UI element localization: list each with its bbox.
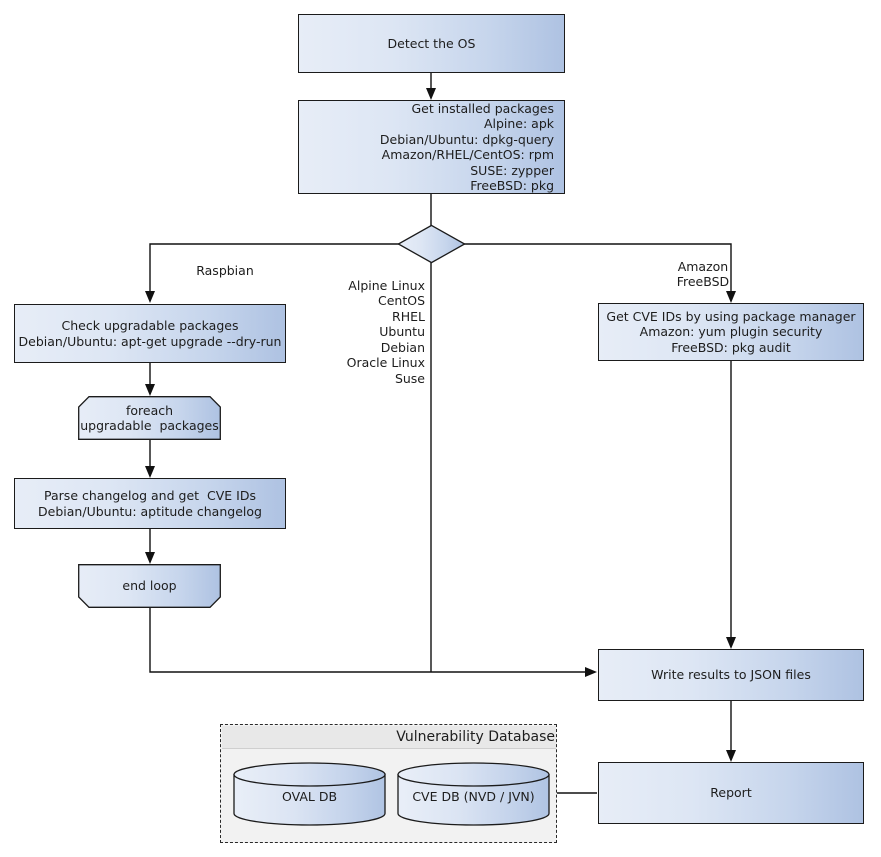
- arrowhead-parse-to-endloop: [145, 552, 155, 564]
- arrowhead-endloop-to-write: [585, 667, 597, 677]
- end-loop-shape: [78, 564, 221, 608]
- node-get-cve-ids[interactable]: Get CVE IDs by using package manager Ama…: [598, 303, 864, 361]
- oval-db-cylinder-shape: [233, 762, 386, 826]
- edge-label-distro-5: Debian: [380, 339, 425, 355]
- edge-label-distro-7: Suse: [394, 370, 425, 386]
- node-get-installed-packages-line-1: Get installed packages: [411, 100, 554, 116]
- edge-label-distro-3: RHEL: [392, 308, 425, 324]
- node-get-cve-ids-line-2: Amazon: yum plugin security: [639, 324, 823, 340]
- node-get-installed-packages-line-5: SUSE: zypper: [470, 162, 554, 178]
- node-report-label: Report: [710, 785, 752, 801]
- edge-label-raspbian: Raspbian: [196, 263, 254, 278]
- node-parse-changelog[interactable]: Parse changelog and get CVE IDs Debian/U…: [14, 478, 286, 529]
- arrowhead-cve-to-write: [726, 637, 736, 649]
- node-get-installed-packages[interactable]: Get installed packages Alpine: apk Debia…: [298, 100, 565, 194]
- arrowhead-write-to-report: [726, 750, 736, 762]
- os-decision-shape: [397, 224, 466, 264]
- database-cve-db[interactable]: CVE DB (NVD / JVN): [397, 762, 550, 826]
- arrowhead-check-to-foreach: [145, 384, 155, 396]
- node-get-installed-packages-line-4: Amazon/RHEL/CentOS: rpm: [381, 147, 554, 162]
- node-report[interactable]: Report: [598, 762, 864, 824]
- node-get-installed-packages-line-2: Alpine: apk: [483, 116, 554, 131]
- edge-label-amazon: Amazon: [677, 258, 729, 274]
- node-detect-the-os[interactable]: Detect the OS: [298, 14, 565, 73]
- edge-label-right-distros: Amazon FreeBSD: [645, 243, 745, 305]
- node-parse-changelog-line-2: Debian/Ubuntu: aptitude changelog: [38, 503, 262, 519]
- node-get-installed-packages-line-6: FreeBSD: pkg: [470, 178, 554, 193]
- node-get-installed-packages-line-3: Debian/Ubuntu: dpkg-query: [379, 131, 554, 147]
- arrowhead-detect-to-packages: [426, 88, 436, 100]
- node-write-results[interactable]: Write results to JSON files: [598, 649, 864, 701]
- node-parse-changelog-line-1: Parse changelog and get CVE IDs: [44, 488, 256, 503]
- node-check-upgradable-packages[interactable]: Check upgradable packages Debian/Ubuntu:…: [14, 304, 286, 363]
- node-detect-the-os-label: Detect the OS: [387, 35, 476, 51]
- edge-label-distro-2: CentOS: [377, 293, 425, 308]
- node-check-upgradable-line-1: Check upgradable packages: [61, 318, 239, 333]
- arrowhead-decision-to-raspbian: [145, 291, 155, 303]
- edge-label-distro-4: Ubuntu: [379, 324, 425, 339]
- node-write-results-label: Write results to JSON files: [651, 667, 811, 683]
- node-check-upgradable-line-2: Debian/Ubuntu: apt-get upgrade --dry-run: [18, 333, 282, 349]
- edge-label-distro-6: Oracle Linux: [346, 355, 425, 370]
- edge-label-freebsd: FreeBSD: [676, 274, 730, 289]
- edge-endloop-to-write: [149, 608, 588, 673]
- node-get-cve-ids-line-1: Get CVE IDs by using package manager: [606, 308, 856, 324]
- cve-db-cylinder-shape: [397, 762, 550, 826]
- edge-label-distro-1: Alpine Linux: [348, 277, 425, 293]
- node-foreach-loop[interactable]: foreach upgradable packages: [78, 396, 221, 440]
- node-get-cve-ids-line-3: FreeBSD: pkg audit: [671, 339, 791, 355]
- node-os-decision[interactable]: [397, 224, 466, 264]
- database-oval-db[interactable]: OVAL DB: [233, 762, 386, 826]
- arrowhead-foreach-to-parse: [145, 466, 155, 478]
- foreach-loop-shape: [78, 396, 221, 440]
- node-end-loop[interactable]: end loop: [78, 564, 221, 608]
- group-vulnerability-database-title: Vulnerability Database: [222, 726, 556, 749]
- edge-label-middle-distros: Alpine Linux CentOS RHEL Ubuntu Debian O…: [305, 262, 425, 402]
